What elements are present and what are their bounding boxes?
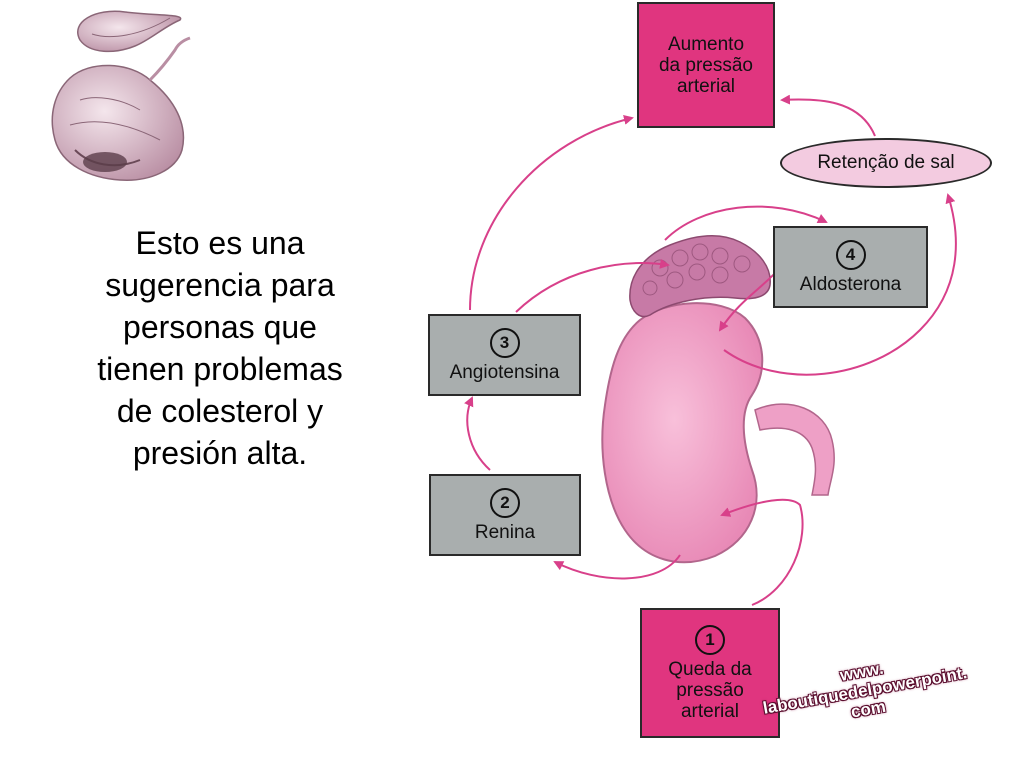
- salt-retention-label: Retenção de sal: [780, 138, 992, 188]
- caption-line: personas que: [123, 309, 317, 345]
- renin-box: 2 Renina: [429, 474, 581, 556]
- adrenal-gland-illustration: [629, 235, 771, 318]
- box-line: Aumento: [667, 33, 745, 55]
- box-line: da pressão: [658, 54, 753, 76]
- box-line: Queda da: [668, 658, 752, 680]
- caption-line: Esto es una: [135, 225, 305, 261]
- caption-line: presión alta.: [132, 435, 308, 471]
- kidney-illustration: [601, 302, 764, 564]
- aldosterone-box: 4 Aldosterona: [773, 226, 928, 308]
- caption-line: tienen problemas: [97, 351, 343, 387]
- ureter: [754, 403, 835, 496]
- arrow-renin-to-angiotensin: [464, 396, 491, 471]
- step-number-badge: 4: [835, 239, 866, 270]
- caption-line: sugerencia para: [105, 267, 335, 303]
- box-line: arterial: [676, 75, 736, 97]
- box-line: pressão: [676, 679, 744, 701]
- step-number-badge: 3: [489, 327, 520, 358]
- arrow-salt-to-top: [780, 94, 876, 137]
- step-number-badge: 2: [490, 487, 520, 518]
- arrow-kidney-to-renin: [553, 554, 681, 580]
- arrow-angiotensin-to-top: [469, 115, 634, 311]
- garlic-illustration: [51, 10, 191, 181]
- increase-blood-pressure-box: Aumento da pressão arterial: [637, 2, 775, 128]
- arrow-bottom-to-kidney: [720, 498, 804, 606]
- drop-blood-pressure-box: 1 Queda da pressão arterial: [640, 608, 780, 738]
- angiotensin-box: 3 Angiotensina: [428, 314, 581, 396]
- box-line: arterial: [680, 700, 740, 722]
- angiotensin-label: Angiotensina: [449, 361, 560, 383]
- salt-retention-text: Retenção de sal: [817, 152, 955, 173]
- renin-label: Renina: [474, 521, 536, 543]
- aldosterone-label: Aldosterona: [799, 273, 902, 295]
- main-caption: Esto es una sugerencia para personas que…: [40, 222, 400, 474]
- arrow-adrenal-to-aldosterone: [664, 205, 828, 241]
- caption-line: de colesterol y: [116, 393, 324, 429]
- arrow-angiotensin-to-adrenal: [515, 258, 670, 313]
- arrow-kidney-to-salt: [723, 193, 957, 376]
- step-number-badge: 1: [695, 624, 725, 655]
